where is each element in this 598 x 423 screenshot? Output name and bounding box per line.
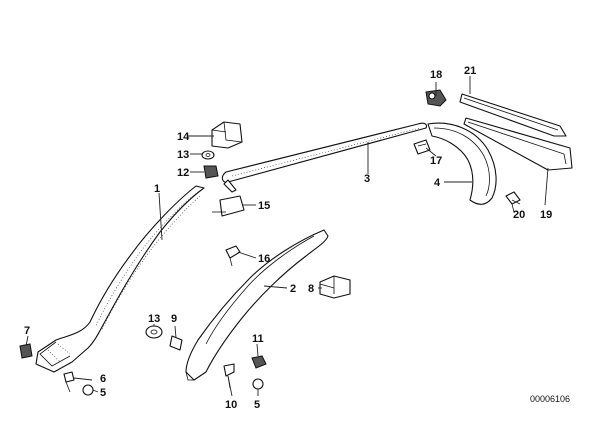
part-15-clip (212, 195, 245, 217)
callout-13: 13 (177, 149, 189, 161)
part-5-cap-right (252, 378, 264, 390)
callout-12: 12 (177, 167, 189, 179)
callout-2: 2 (290, 283, 296, 295)
part-8-bracket (319, 275, 351, 299)
callout-18: 18 (430, 69, 442, 81)
callout-16: 16 (258, 253, 270, 265)
callout-20: 20 (513, 209, 525, 221)
callout-14: 14 (177, 131, 190, 143)
part-11-nut (251, 355, 267, 369)
part-18-clip (425, 89, 447, 107)
part-16-screw (225, 245, 241, 267)
part-5-cap-left (82, 384, 94, 396)
part-1-a-pillar-trim (35, 185, 205, 373)
part-6-screw (63, 371, 75, 393)
part-10-screw (223, 363, 235, 389)
reference-code: 00006106 (530, 394, 570, 404)
part-21-upper-rail (459, 93, 567, 137)
callout-3: 3 (364, 173, 370, 185)
part-13-grommet-lower (145, 325, 163, 339)
part-20-clip (505, 191, 521, 213)
callout-17: 17 (430, 155, 442, 167)
callout-15: 15 (258, 200, 270, 212)
callout-8: 8 (308, 283, 314, 295)
part-2-lower-trim (185, 229, 329, 381)
callout-6: 6 (100, 373, 106, 385)
callout-4: 4 (434, 177, 441, 189)
part-12-nut (203, 165, 219, 179)
part-7-clip (19, 343, 33, 359)
part-4-rear-pillar-trim (427, 122, 497, 205)
callout-5-left: 5 (100, 387, 106, 399)
callout-11: 11 (252, 333, 264, 345)
callout-19: 19 (540, 209, 552, 221)
callout-7: 7 (24, 325, 30, 337)
part-19-lower-rail (463, 117, 573, 171)
callout-5-right: 5 (254, 399, 260, 411)
callout-13-lower: 13 (148, 313, 160, 325)
part-3-roof-rail-seal (221, 122, 428, 193)
callout-21: 21 (464, 65, 476, 77)
part-13-washer (201, 150, 215, 160)
part-17-clip (413, 139, 431, 155)
leader-lines (25, 76, 549, 397)
part-9-plug (169, 335, 183, 351)
callout-1: 1 (154, 183, 160, 195)
part-14-bracket (211, 121, 243, 149)
callout-9: 9 (171, 313, 177, 325)
callout-10: 10 (225, 399, 237, 411)
